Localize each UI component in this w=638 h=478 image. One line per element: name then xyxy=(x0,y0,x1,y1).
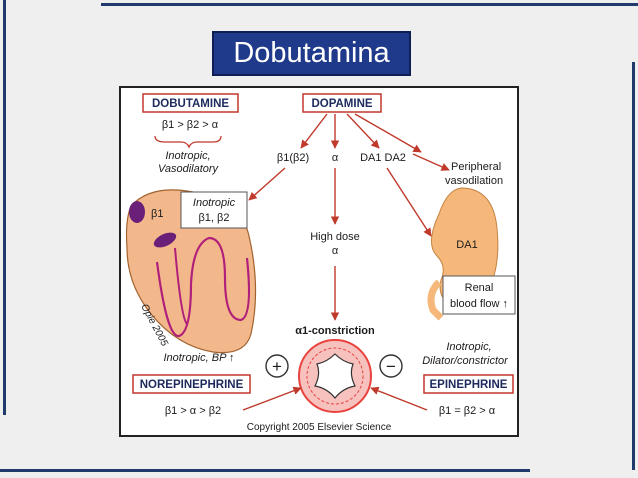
high-dose-alpha: α xyxy=(332,245,339,257)
peripheral-label-2: vasodilation xyxy=(445,175,503,187)
renal-blood-flow: blood flow ↑ xyxy=(450,298,508,310)
renal-label: Renal xyxy=(465,282,494,294)
dopamine-to-da-arrow xyxy=(346,113,380,149)
epinephrine-arrow xyxy=(370,386,428,411)
high-dose-label: High dose xyxy=(310,231,360,243)
da-to-kidney-arrow xyxy=(386,167,432,237)
left-border-line xyxy=(3,0,6,415)
heart-beta1-label: β1 xyxy=(151,208,163,220)
dobutamine-brace xyxy=(154,135,222,149)
diagram-svg: DOBUTAMINE β1 > β2 > α Inotropic, Vasodi… xyxy=(125,93,516,433)
bottom-border-line xyxy=(0,469,530,472)
norepinephrine-box xyxy=(132,374,251,394)
slide-title: Dobutamina xyxy=(233,37,390,69)
inotropic-dilator-label-2: Dilator/constrictor xyxy=(422,355,509,367)
inotropic-dilator-label-1: Inotropic, xyxy=(446,341,491,353)
right-border-line xyxy=(632,62,635,470)
plus-circle xyxy=(265,354,289,378)
heart-beta1-spot xyxy=(129,201,145,223)
ureter xyxy=(427,279,444,321)
receptor-alpha-label: α xyxy=(332,152,339,164)
inotropic-bp-label: Inotropic, BP ↑ xyxy=(163,352,234,364)
heart-inner-line xyxy=(174,247,188,325)
norepinephrine-arrow xyxy=(242,386,302,411)
epinephrine-box xyxy=(423,374,514,394)
copyright-text: Copyright 2005 Elsevier Science xyxy=(247,422,392,433)
dopamine-box xyxy=(302,93,382,113)
pharmacology-figure: DOBUTAMINE β1 > β2 > α Inotropic, Vasodi… xyxy=(119,86,519,437)
dobutamine-effect-2: Vasodilatory xyxy=(158,163,220,175)
minus-sign: − xyxy=(386,357,396,376)
dopamine-label: DOPAMINE xyxy=(311,98,372,110)
dobutamine-effect-1: Inotropic, xyxy=(165,150,210,162)
top-border-line xyxy=(101,3,638,6)
inotropic-box-label: Inotropic xyxy=(193,197,236,209)
minus-circle xyxy=(379,354,403,378)
heart-beta2-spot xyxy=(153,232,177,248)
dopamine-to-beta-arrow xyxy=(300,113,328,149)
dobutamine-box xyxy=(142,93,239,113)
alpha-constriction-label: α1-constriction xyxy=(295,325,375,337)
vessel-lumen xyxy=(314,353,356,399)
epinephrine-label: EPINEPHRINE xyxy=(430,379,508,391)
dopamine-to-peripheral-arrow xyxy=(354,113,422,153)
beta-to-heart-arrow xyxy=(248,167,286,201)
dobutamine-selectivity: β1 > β2 > α xyxy=(162,119,219,131)
receptor-da-label: DA1 DA2 xyxy=(360,152,406,164)
norepinephrine-label: NOREPINEPHRINE xyxy=(140,379,244,391)
kidney-da1-label: DA1 xyxy=(456,239,477,251)
peripheral-label-1: Peripheral xyxy=(451,161,501,173)
inotropic-box xyxy=(180,191,248,229)
renal-box xyxy=(442,275,516,315)
plus-sign: + xyxy=(272,357,282,376)
epinephrine-selectivity: β1 = β2 > α xyxy=(439,405,496,417)
norepinephrine-selectivity: β1 > α > β2 xyxy=(165,405,221,417)
da-to-peripheral-arrow xyxy=(412,153,450,171)
inotropic-box-receptors: β1, β2 xyxy=(198,212,229,224)
dobutamine-label: DOBUTAMINE xyxy=(152,98,229,110)
heart-chamber-lines xyxy=(155,236,251,338)
vessel-inner-ring xyxy=(306,347,364,405)
receptor-beta-label: β1(β2) xyxy=(277,152,309,164)
slide-title-box: Dobutamina xyxy=(212,31,411,76)
